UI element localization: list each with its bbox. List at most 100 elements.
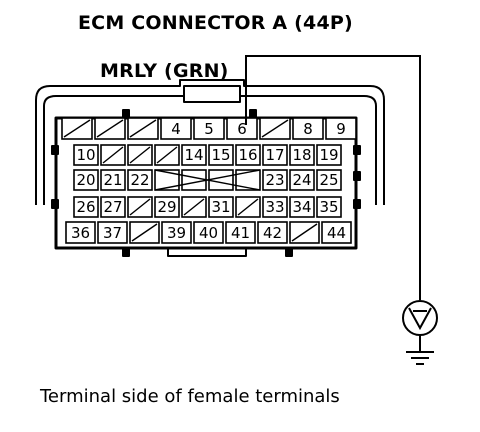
terminal-label: 20 xyxy=(76,171,95,189)
terminal-label: 17 xyxy=(265,146,284,164)
blank-terminal-slash xyxy=(96,119,124,138)
terminal-26 xyxy=(73,196,99,218)
key-tab xyxy=(353,145,361,155)
blank-terminal-slash xyxy=(102,146,124,164)
terminal-label: 10 xyxy=(76,146,95,164)
terminal-44 xyxy=(321,221,352,244)
key-tab xyxy=(285,247,293,257)
terminal-label: 36 xyxy=(71,224,90,242)
terminal-9 xyxy=(325,117,357,140)
terminal-label: 29 xyxy=(157,198,176,216)
terminal-20 xyxy=(73,169,99,191)
terminal-label: 15 xyxy=(211,146,230,164)
terminal-empty xyxy=(208,169,234,191)
key-tab xyxy=(249,109,257,119)
terminal-label: 18 xyxy=(292,146,311,164)
voltmeter-symbol xyxy=(408,307,432,331)
terminal-label: 33 xyxy=(265,198,284,216)
terminal-label: 16 xyxy=(238,146,257,164)
blank-terminal-slash xyxy=(261,119,289,138)
terminal-10 xyxy=(73,144,99,166)
terminal-label: 5 xyxy=(204,120,214,138)
terminal-label: 26 xyxy=(76,198,95,216)
blank-terminal-slash xyxy=(129,146,151,164)
terminal-label: 19 xyxy=(319,146,338,164)
terminal-17 xyxy=(262,144,288,166)
blank-terminal-slash xyxy=(183,198,205,216)
blank-terminal-slash xyxy=(129,198,151,216)
terminal-29 xyxy=(154,196,180,218)
terminal-21 xyxy=(100,169,126,191)
terminal-40 xyxy=(193,221,224,244)
blank-terminal-slash xyxy=(129,119,157,138)
terminal-24 xyxy=(289,169,315,191)
terminal-19 xyxy=(316,144,342,166)
key-tab xyxy=(122,247,130,257)
terminal-18 xyxy=(289,144,315,166)
key-tab xyxy=(51,145,59,155)
terminal-empty xyxy=(154,169,180,191)
terminal-label: 21 xyxy=(103,171,122,189)
connector-bottom-tab xyxy=(167,248,247,257)
terminal-label: 39 xyxy=(167,224,186,242)
terminal-label: 31 xyxy=(211,198,230,216)
terminal-35 xyxy=(316,196,342,218)
blank-terminal-slash xyxy=(63,119,91,138)
terminal-empty xyxy=(235,169,261,191)
terminal-label: 25 xyxy=(319,171,338,189)
terminal-36 xyxy=(65,221,96,244)
terminal-label: 9 xyxy=(336,120,346,138)
terminal-label: 24 xyxy=(292,171,311,189)
terminal-16 xyxy=(235,144,261,166)
terminal-label: 40 xyxy=(199,224,218,242)
connector-latch xyxy=(183,85,241,103)
blank-terminal-slash xyxy=(131,223,158,242)
key-tab xyxy=(353,171,361,181)
terminal-label: 8 xyxy=(303,120,313,138)
terminal-label: 42 xyxy=(263,224,282,242)
terminal-4 xyxy=(160,117,192,140)
terminal-6 xyxy=(226,117,258,140)
terminal-15 xyxy=(208,144,234,166)
terminal-label: 34 xyxy=(292,198,311,216)
diagram-caption: Terminal side of female terminals xyxy=(40,386,340,407)
terminal-label: 14 xyxy=(184,146,203,164)
terminal-41 xyxy=(225,221,256,244)
connector-housing-outer xyxy=(35,79,385,205)
terminal-31 xyxy=(208,196,234,218)
terminal-label: 6 xyxy=(237,120,247,138)
terminal-label: 44 xyxy=(327,224,346,242)
key-tab xyxy=(122,109,130,119)
terminal-label: 37 xyxy=(103,224,122,242)
terminal-37 xyxy=(97,221,128,244)
terminal-25 xyxy=(316,169,342,191)
diagram-title: ECM CONNECTOR A (44P) xyxy=(78,12,353,34)
key-tab xyxy=(51,199,59,209)
terminal-label: 22 xyxy=(130,171,149,189)
terminal-39 xyxy=(161,221,192,244)
terminal-23 xyxy=(262,169,288,191)
terminal-42 xyxy=(257,221,288,244)
blank-terminal-slash xyxy=(291,223,318,242)
terminal-grid: 4 5 6 8 9 10 14 15 16 17 18 19 20 21 22 23 24 25 26 27 29 31 3… xyxy=(61,117,357,244)
terminal-label: 23 xyxy=(265,171,284,189)
blank-terminal-slash xyxy=(156,146,178,164)
ground-icon xyxy=(406,351,434,365)
terminal-33 xyxy=(262,196,288,218)
test-lead-wire xyxy=(245,55,421,300)
terminal-empty xyxy=(181,169,207,191)
key-tab xyxy=(353,199,361,209)
terminal-8 xyxy=(292,117,324,140)
terminal-22 xyxy=(127,169,153,191)
unused-cavity-cross xyxy=(154,169,261,191)
wire-label: MRLY (GRN) xyxy=(100,60,229,82)
blank-terminal-slash xyxy=(237,198,259,216)
terminal-label: 27 xyxy=(103,198,122,216)
terminal-label: 35 xyxy=(319,198,338,216)
terminal-label: 41 xyxy=(231,224,250,242)
terminal-14 xyxy=(181,144,207,166)
terminal-label: 4 xyxy=(171,120,181,138)
terminal-27 xyxy=(100,196,126,218)
